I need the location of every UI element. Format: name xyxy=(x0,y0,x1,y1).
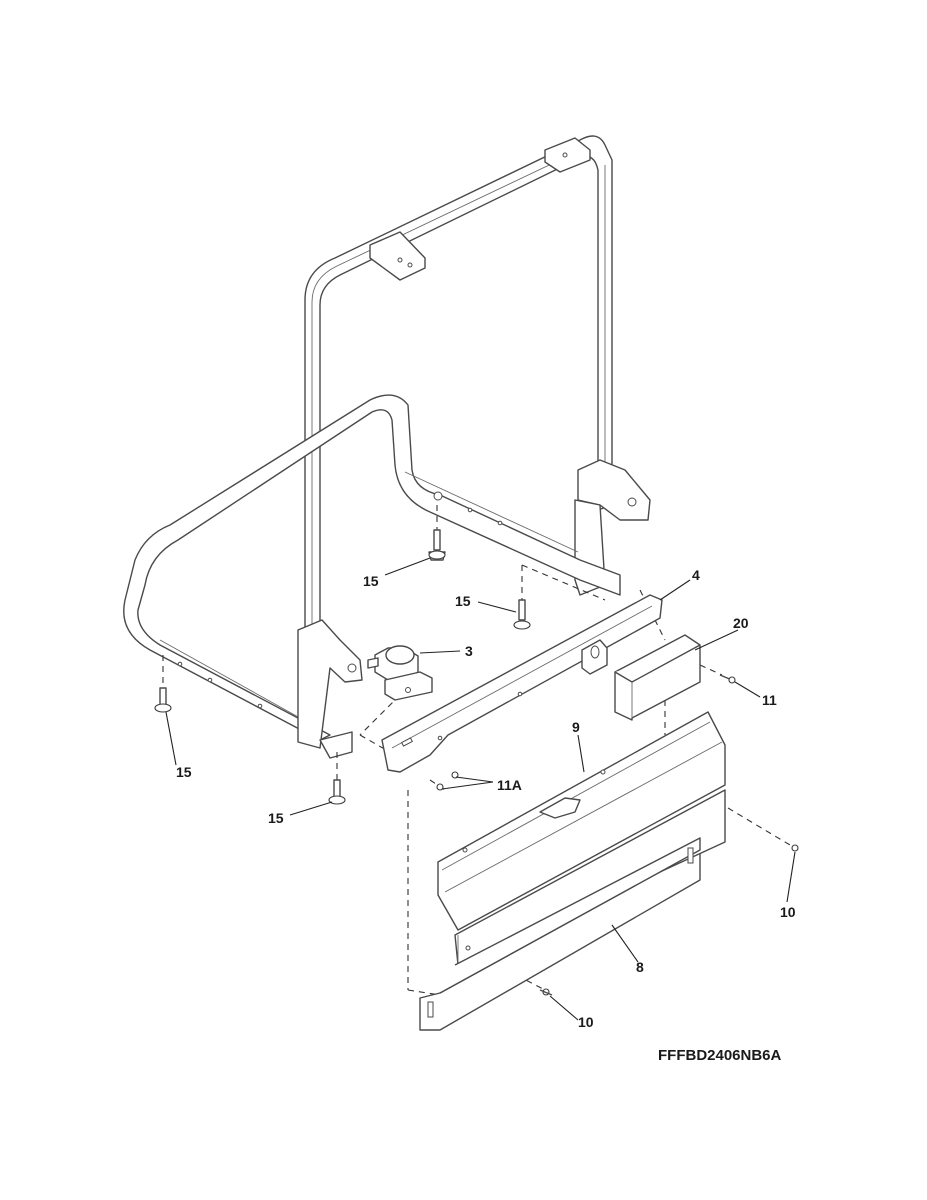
leveling-legs xyxy=(154,529,531,805)
callout-8: 8 xyxy=(636,959,644,975)
callout-labels: 15 15 3 4 20 11 9 15 11A 15 10 8 10 xyxy=(176,567,796,1030)
upper-frame xyxy=(304,135,651,651)
leg-15-b xyxy=(513,599,531,630)
leader-lines xyxy=(165,557,796,1021)
screws-10 xyxy=(539,844,799,996)
lower-frame xyxy=(123,394,621,759)
callout-15-b: 15 xyxy=(455,593,471,609)
part-9-panel xyxy=(437,711,726,931)
callout-20: 20 xyxy=(733,615,749,631)
callout-15-a: 15 xyxy=(363,573,379,589)
screw-11 xyxy=(719,674,736,684)
leg-15-d xyxy=(328,779,346,805)
part-3-water-valve xyxy=(367,645,433,701)
leg-15-a xyxy=(428,529,446,561)
callout-15-d: 15 xyxy=(268,810,284,826)
callout-10-b: 10 xyxy=(578,1014,594,1030)
callout-3: 3 xyxy=(465,643,473,659)
screws-11a xyxy=(436,771,459,791)
callout-9: 9 xyxy=(572,719,580,735)
part-20-cover xyxy=(614,634,701,721)
callout-11a: 11A xyxy=(497,777,522,793)
callout-15-c: 15 xyxy=(176,764,192,780)
callout-10-a: 10 xyxy=(780,904,796,920)
part-8-kickplate xyxy=(419,789,726,1031)
frame-assembly xyxy=(123,135,651,759)
callout-4: 4 xyxy=(692,567,700,583)
part-4-rail xyxy=(381,594,663,773)
callout-11: 11 xyxy=(762,692,777,708)
leg-15-c xyxy=(154,687,172,713)
model-number: FFFBD2406NB6A xyxy=(658,1047,782,1064)
